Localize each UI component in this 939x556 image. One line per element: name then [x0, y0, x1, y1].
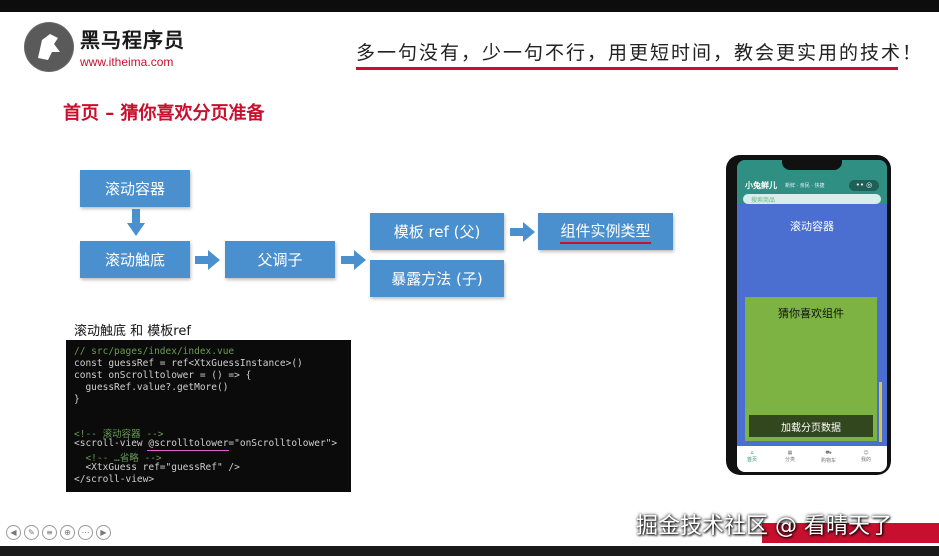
menu-icon[interactable]: ≡	[42, 525, 57, 540]
tab-label: 首页	[747, 457, 758, 463]
horse-logo-icon	[24, 22, 74, 72]
scrollbar[interactable]	[879, 382, 882, 442]
app-subtitle: 新鲜 · 亲民 · 快捷	[785, 183, 825, 189]
logo-url: www.itheima.com	[80, 55, 174, 69]
tab-label: 分类	[785, 457, 796, 463]
component-instance-type-label: 组件实例类型	[560, 220, 651, 244]
arrow-right-icon	[341, 250, 366, 270]
search-placeholder: 搜索商品	[751, 197, 776, 204]
code-line: </scroll-view>	[74, 474, 155, 485]
tab-cart[interactable]: ⛟购物车	[821, 450, 837, 464]
code-block: // src/pages/index/index.vue const guess…	[66, 340, 351, 492]
phone-notch	[782, 160, 842, 170]
code-line: const onScrolltolower = () => {	[74, 370, 252, 381]
box-scroll-bottom: 滚动触底	[80, 241, 190, 278]
arrow-right-icon	[195, 250, 220, 270]
code-line: // src/pages/index/index.vue	[74, 346, 235, 357]
page-title: 首页 – 猜你喜欢分页准备	[63, 103, 265, 124]
box-component-instance-type: 组件实例类型	[538, 213, 673, 250]
code-line: <!-- …省略 -->	[74, 453, 162, 464]
code-line: const guessRef = ref<XtxGuessInstance>()	[74, 358, 303, 369]
code-line: <scroll-view @scrolltolower="onScrolltol…	[74, 438, 338, 449]
prev-slide-icon[interactable]: ◀	[6, 525, 21, 540]
zoom-icon[interactable]: ⊕	[60, 525, 75, 540]
code-line: }	[74, 394, 80, 405]
code-caption: 滚动触底 和 模板ref	[74, 324, 191, 339]
slide-header	[0, 12, 939, 74]
box-expose-method: 暴露方法 (子)	[370, 260, 504, 297]
load-more-button[interactable]: 加载分页数据	[749, 415, 873, 437]
app-title: 小兔鲜儿	[745, 181, 777, 190]
next-slide-icon[interactable]: ▶	[96, 525, 111, 540]
slogan-underline	[356, 67, 898, 70]
bottom-dark-strip	[0, 546, 939, 556]
tab-home[interactable]: ⌂首页	[747, 450, 758, 463]
tab-mine[interactable]: ☺我的	[861, 450, 872, 463]
slogan: 多一句没有，少一句不行，用更短时间，教会更实用的技术！	[356, 42, 924, 64]
phone-screen: 小兔鲜儿 新鲜 · 亲民 · 快捷 •• ◎ 搜索商品 滚动容器 猜你喜欢组件 …	[737, 160, 887, 472]
box-template-ref: 模板 ref (父)	[370, 213, 504, 250]
code-line: <XtxGuess ref="guessRef" />	[74, 462, 240, 473]
guess-component: 猜你喜欢组件 加载分页数据	[745, 297, 877, 441]
box-parent-calls-child: 父调子	[225, 241, 335, 278]
logo-name: 黑马程序员	[80, 28, 185, 52]
arrow-down-icon	[127, 209, 145, 236]
capsule-menu-icon[interactable]: •• ◎	[849, 180, 879, 191]
more-icon[interactable]: ⋯	[78, 525, 93, 540]
scroll-container-label: 滚动容器	[790, 220, 834, 233]
tab-label: 购物车	[821, 458, 837, 464]
highlight-underline	[147, 450, 229, 451]
watermark: 掘金技术社区 @ 看晴天了	[636, 514, 892, 539]
tab-bar: ⌂首页 ▦分类 ⛟购物车 ☺我的	[737, 446, 887, 472]
box-scroll-container: 滚动容器	[80, 170, 190, 207]
tab-label: 我的	[861, 457, 872, 463]
footer-red-banner	[762, 523, 939, 543]
code-line: <!-- 滚动容器 -->	[74, 429, 164, 440]
code-line: guessRef.value?.getMore()	[74, 382, 229, 393]
top-dark-strip	[0, 0, 939, 12]
pen-icon[interactable]: ✎	[24, 525, 39, 540]
search-input[interactable]: 搜索商品	[743, 194, 881, 204]
arrow-right-icon	[510, 222, 535, 242]
guess-component-label: 猜你喜欢组件	[778, 307, 844, 320]
tab-category[interactable]: ▦分类	[785, 450, 796, 463]
